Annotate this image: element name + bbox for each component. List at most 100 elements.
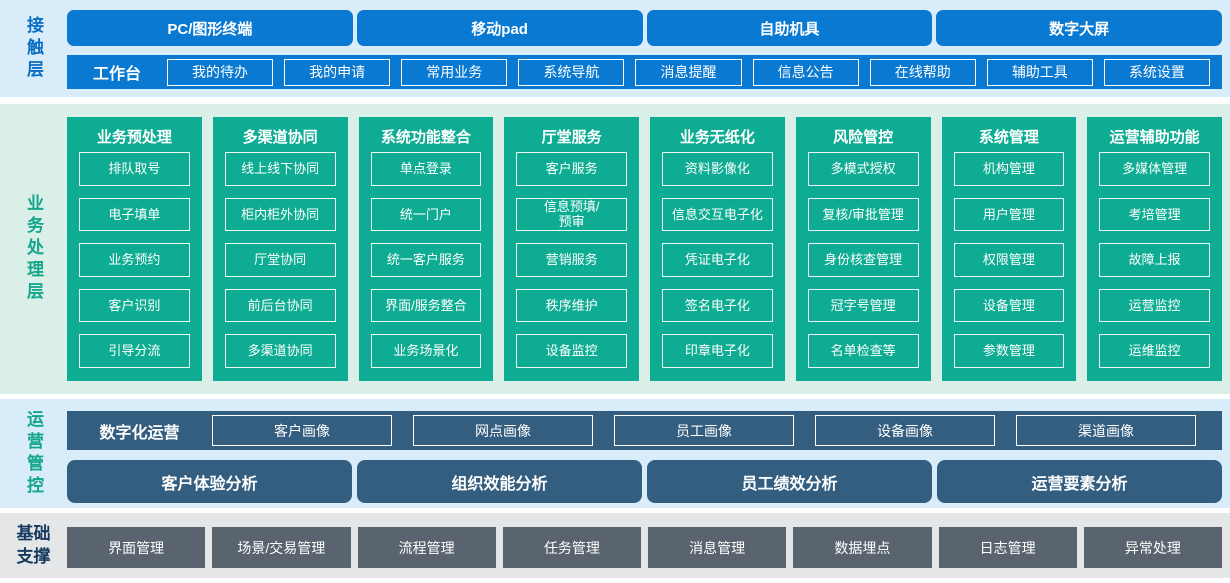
workbench-items: 我的待办 我的申请 常用业务 系统导航 消息提醒 信息公告 在线帮助 辅助工具 … bbox=[167, 58, 1210, 86]
business-function-button[interactable]: 身份核查管理 bbox=[807, 243, 919, 277]
business-column: 风险管控 多模式授权 复核/审批管理 身份核查管理 冠字号管理 名单检查等 bbox=[795, 117, 931, 381]
workbench-button[interactable]: 系统导航 bbox=[518, 58, 625, 86]
business-column-title: 运营辅助功能 bbox=[1109, 129, 1200, 146]
business-function-button[interactable]: 多模式授权 bbox=[807, 152, 919, 186]
business-function-button[interactable]: 考培管理 bbox=[1099, 197, 1210, 232]
business-function-button[interactable]: 多渠道协同 bbox=[224, 334, 336, 368]
workbench-label: 工作台 bbox=[92, 66, 141, 83]
digital-operations-label: 数字化运营 bbox=[99, 424, 180, 442]
layer-contact-label: 接触层 bbox=[24, 15, 43, 82]
business-function-button[interactable]: 运营监控 bbox=[1099, 288, 1210, 323]
portrait-button[interactable]: 渠道画像 bbox=[1016, 415, 1196, 446]
business-column: 业务无纸化 资料影像化 信息交互电子化 凭证电子化 签名电子化 印章电子化 bbox=[650, 117, 785, 381]
business-function-button[interactable]: 业务场景化 bbox=[370, 334, 482, 368]
business-function-button[interactable]: 客户服务 bbox=[516, 152, 627, 186]
business-function-button[interactable]: 排队取号 bbox=[79, 152, 190, 186]
business-column-title: 多渠道协同 bbox=[242, 129, 318, 146]
foundation-module-button[interactable]: 界面管理 bbox=[67, 527, 206, 568]
terminal-channel-button[interactable]: 自助机具 bbox=[646, 10, 933, 46]
terminal-channel-button[interactable]: 移动pad bbox=[356, 10, 643, 46]
business-column-items: 资料影像化 信息交互电子化 凭证电子化 签名电子化 印章电子化 bbox=[662, 152, 773, 368]
business-function-button[interactable]: 复核/审批管理 bbox=[807, 197, 919, 232]
foundation-module-button[interactable]: 数据埋点 bbox=[793, 527, 932, 568]
foundation-module-button[interactable]: 流程管理 bbox=[357, 527, 496, 568]
business-function-button[interactable]: 运维监控 bbox=[1099, 334, 1210, 368]
business-function-button[interactable]: 设备监控 bbox=[516, 334, 627, 368]
business-column-title: 厅堂服务 bbox=[541, 129, 602, 146]
digital-operations-bar: 数字化运营 客户画像 网点画像 员工画像 设备画像 渠道画像 bbox=[67, 411, 1222, 450]
portrait-button[interactable]: 网点画像 bbox=[413, 415, 593, 446]
business-function-button[interactable]: 权限管理 bbox=[953, 243, 1065, 277]
business-function-button[interactable]: 故障上报 bbox=[1099, 243, 1210, 277]
layer-operations: 运营管控 数字化运营 客户画像 网点画像 员工画像 设备画像 渠道画像 bbox=[0, 399, 1230, 508]
foundation-module-button[interactable]: 日志管理 bbox=[938, 527, 1077, 568]
business-column-items: 多媒体管理 考培管理 故障上报 运营监控 运维监控 bbox=[1099, 152, 1210, 368]
business-function-button[interactable]: 界面/服务整合 bbox=[370, 288, 482, 323]
business-function-button[interactable]: 凭证电子化 bbox=[662, 243, 773, 277]
terminal-channel-button[interactable]: PC/图形终端 bbox=[67, 10, 353, 46]
business-column-items: 排队取号 电子填单 业务预约 客户识别 引导分流 bbox=[79, 152, 190, 368]
workbench-button[interactable]: 信息公告 bbox=[752, 58, 859, 86]
workbench-button[interactable]: 辅助工具 bbox=[986, 58, 1093, 86]
workbench-button[interactable]: 消息提醒 bbox=[635, 58, 742, 86]
business-column: 业务预处理 排队取号 电子填单 业务预约 客户识别 引导分流 bbox=[67, 117, 202, 381]
layer-contact-body: PC/图形终端 移动pad 自助机具 数字大屏 工作台 我的待办 我的申请 常用… bbox=[67, 0, 1230, 97]
business-function-button[interactable]: 前后台协同 bbox=[224, 288, 336, 323]
foundation-module-button[interactable]: 异常处理 bbox=[1083, 527, 1222, 568]
business-function-button[interactable]: 信息预填/ 预审 bbox=[516, 197, 627, 232]
portrait-button[interactable]: 设备画像 bbox=[815, 415, 995, 446]
analysis-button[interactable]: 组织效能分析 bbox=[357, 460, 642, 503]
business-function-button[interactable]: 签名电子化 bbox=[662, 288, 773, 323]
layer-operations-gutter: 运营管控 bbox=[0, 399, 67, 508]
business-function-button[interactable]: 电子填单 bbox=[79, 197, 190, 232]
foundation-module-button[interactable]: 任务管理 bbox=[502, 527, 641, 568]
business-function-button[interactable]: 业务预约 bbox=[79, 243, 190, 277]
terminal-row: PC/图形终端 移动pad 自助机具 数字大屏 bbox=[67, 10, 1222, 46]
business-function-button[interactable]: 柜内柜外协同 bbox=[224, 197, 336, 232]
workbench-button[interactable]: 常用业务 bbox=[401, 58, 508, 86]
business-column: 系统功能整合 单点登录 统一门户 统一客户服务 界面/服务整合 业务场景化 bbox=[358, 117, 494, 381]
foundation-module-button[interactable]: 消息管理 bbox=[648, 527, 787, 568]
digital-operations-items: 客户画像 网点画像 员工画像 设备画像 渠道画像 bbox=[212, 415, 1196, 446]
portrait-button[interactable]: 客户画像 bbox=[212, 415, 392, 446]
analysis-button[interactable]: 运营要素分析 bbox=[937, 460, 1222, 503]
business-column: 厅堂服务 客户服务 信息预填/ 预审 营销服务 秩序维护 设备监控 bbox=[504, 117, 639, 381]
business-function-button[interactable]: 名单检查等 bbox=[807, 334, 919, 368]
business-column-items: 线上线下协同 柜内柜外协同 厅堂协同 前后台协同 多渠道协同 bbox=[224, 152, 336, 368]
business-function-button[interactable]: 多媒体管理 bbox=[1099, 152, 1210, 186]
portrait-button[interactable]: 员工画像 bbox=[614, 415, 794, 446]
business-function-button[interactable]: 秩序维护 bbox=[516, 288, 627, 323]
business-column-title: 系统管理 bbox=[978, 129, 1039, 146]
business-function-button[interactable]: 用户管理 bbox=[953, 197, 1065, 232]
workbench-button[interactable]: 在线帮助 bbox=[869, 58, 976, 86]
workbench-button[interactable]: 我的申请 bbox=[284, 58, 391, 86]
business-function-button[interactable]: 机构管理 bbox=[953, 152, 1065, 186]
business-function-button[interactable]: 营销服务 bbox=[516, 243, 627, 277]
business-column-items: 机构管理 用户管理 权限管理 设备管理 参数管理 bbox=[953, 152, 1065, 368]
business-function-button[interactable]: 设备管理 bbox=[953, 288, 1065, 323]
business-function-button[interactable]: 统一客户服务 bbox=[370, 243, 482, 277]
layer-foundation-body: 界面管理 场景/交易管理 流程管理 任务管理 消息管理 数据埋点 日志管理 异常… bbox=[67, 513, 1230, 578]
workbench-button[interactable]: 我的待办 bbox=[167, 58, 274, 86]
business-function-button[interactable]: 引导分流 bbox=[79, 334, 190, 368]
analysis-button[interactable]: 客户体验分析 bbox=[67, 460, 352, 503]
analysis-button[interactable]: 员工绩效分析 bbox=[647, 460, 932, 503]
business-function-button[interactable]: 资料影像化 bbox=[662, 152, 773, 186]
business-function-button[interactable]: 客户识别 bbox=[79, 288, 190, 323]
business-function-button[interactable]: 信息交互电子化 bbox=[662, 197, 773, 232]
business-function-button[interactable]: 线上线下协同 bbox=[224, 152, 336, 186]
layer-operations-body: 数字化运营 客户画像 网点画像 员工画像 设备画像 渠道画像 客户体验分析 bbox=[67, 399, 1230, 508]
layer-business: 业务处理层 业务预处理 排队取号 电子填单 业务预约 客 bbox=[0, 104, 1230, 394]
business-function-button[interactable]: 厅堂协同 bbox=[224, 243, 336, 277]
business-function-button[interactable]: 单点登录 bbox=[370, 152, 482, 186]
terminal-channel-button[interactable]: 数字大屏 bbox=[936, 10, 1222, 46]
business-function-button[interactable]: 参数管理 bbox=[953, 334, 1065, 368]
workbench-bar: 工作台 我的待办 我的申请 常用业务 系统导航 消息提醒 信息公告 在线帮助 bbox=[67, 55, 1222, 89]
business-column: 多渠道协同 线上线下协同 柜内柜外协同 厅堂协同 前后台协同 多渠道协同 bbox=[212, 117, 348, 381]
foundation-module-button[interactable]: 场景/交易管理 bbox=[212, 527, 351, 568]
business-function-button[interactable]: 印章电子化 bbox=[662, 334, 773, 368]
business-column: 运营辅助功能 多媒体管理 考培管理 故障上报 运营监控 运维监控 bbox=[1087, 117, 1222, 381]
business-function-button[interactable]: 冠字号管理 bbox=[807, 288, 919, 323]
workbench-button[interactable]: 系统设置 bbox=[1103, 58, 1210, 86]
business-function-button[interactable]: 统一门户 bbox=[370, 197, 482, 232]
